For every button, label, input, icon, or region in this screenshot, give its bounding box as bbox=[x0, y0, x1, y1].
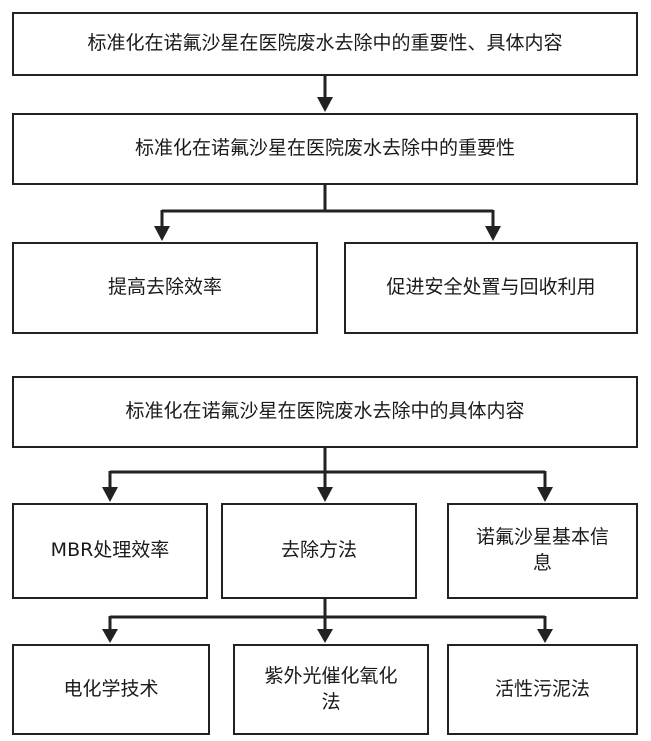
node-removal-method: 去除方法 bbox=[221, 503, 417, 599]
node-safe-disposal-label: 促进安全处置与回收利用 bbox=[386, 276, 596, 299]
node-importance: 标准化在诺氟沙星在医院废水去除中的重要性 bbox=[12, 113, 638, 185]
node-basic-info: 诺氟沙星基本信息 bbox=[447, 503, 638, 599]
node-uv-photocatalysis: 紫外光催化氧化法 bbox=[233, 644, 429, 735]
arrow-to-basic-info bbox=[537, 471, 553, 502]
arrow-root-to-importance bbox=[317, 76, 333, 112]
branch-content bbox=[110, 448, 545, 474]
arrow-to-efficiency bbox=[154, 210, 170, 241]
node-root: 标准化在诺氟沙星在医院废水去除中的重要性、具体内容 bbox=[12, 12, 638, 76]
arrow-to-electrochemical bbox=[102, 616, 118, 643]
arrow-to-mbr bbox=[102, 471, 118, 502]
node-content: 标准化在诺氟沙星在医院废水去除中的具体内容 bbox=[12, 376, 638, 448]
node-content-label: 标准化在诺氟沙星在医院废水去除中的具体内容 bbox=[125, 400, 525, 423]
node-improve-efficiency-label: 提高去除效率 bbox=[107, 276, 222, 299]
arrow-to-safe-disposal bbox=[485, 210, 501, 241]
branch-method bbox=[110, 599, 545, 619]
node-basic-info-label: 诺氟沙星基本信息 bbox=[475, 526, 609, 574]
node-uv-photocatalysis-label: 紫外光催化氧化法 bbox=[264, 664, 398, 713]
node-importance-label: 标准化在诺氟沙星在医院废水去除中的重要性 bbox=[134, 137, 515, 160]
node-improve-efficiency: 提高去除效率 bbox=[12, 242, 318, 334]
node-root-label: 标准化在诺氟沙星在医院废水去除中的重要性、具体内容 bbox=[87, 32, 563, 55]
node-electrochemical: 电化学技术 bbox=[12, 644, 210, 735]
node-activated-sludge-label: 活性污泥法 bbox=[494, 677, 590, 700]
arrow-to-uv-photocatalysis bbox=[317, 616, 333, 643]
node-activated-sludge: 活性污泥法 bbox=[447, 644, 638, 735]
node-mbr-efficiency: MBR处理效率 bbox=[12, 503, 208, 599]
arrow-to-activated-sludge bbox=[537, 616, 553, 643]
branch-importance bbox=[162, 185, 493, 213]
arrow-to-method bbox=[317, 471, 333, 502]
node-removal-method-label: 去除方法 bbox=[280, 539, 357, 562]
node-electrochemical-label: 电化学技术 bbox=[63, 677, 159, 700]
node-safe-disposal: 促进安全处置与回收利用 bbox=[344, 242, 638, 334]
node-mbr-efficiency-label: MBR处理效率 bbox=[50, 539, 170, 562]
